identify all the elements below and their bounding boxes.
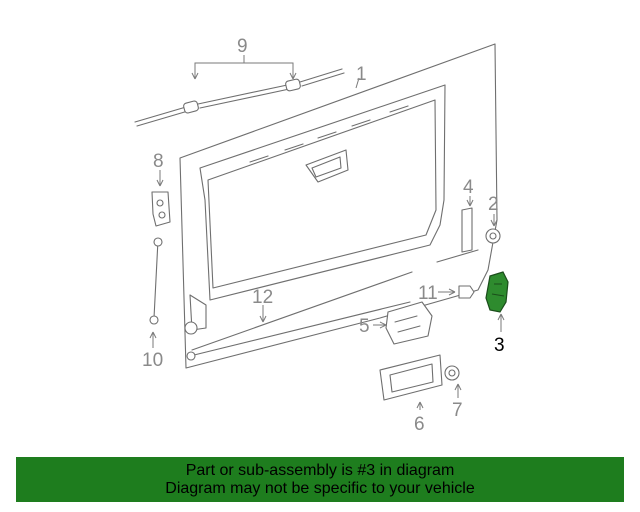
part-12-rod: [186, 301, 411, 361]
banner-line-2: Diagram may not be specific to your vehi…: [165, 480, 475, 497]
part-5-latch: [373, 301, 433, 345]
part-6-handle: [379, 354, 443, 410]
part-9-cables: [134, 55, 345, 127]
part-2-bumper: [485, 214, 501, 244]
callout-11: 11: [418, 283, 438, 304]
banner-line-1: Part or sub-assembly is #3 in diagram: [185, 462, 455, 479]
callout-10: 10: [142, 350, 163, 371]
part-10-rod: [149, 237, 163, 348]
callout-12: 12: [252, 287, 273, 308]
callout-3: 3: [494, 335, 505, 356]
callout-5: 5: [359, 316, 370, 337]
callout-7: 7: [452, 400, 463, 421]
callout-1: 1: [356, 64, 367, 85]
part-7-cylinder: [444, 365, 462, 398]
parts-diagram: 9 1 8 4 2 11 12 5 3 10 7 6: [134, 36, 509, 435]
part-3-latch-highlight: [485, 271, 509, 332]
part-11-bolt: [438, 285, 475, 299]
info-banner: Part or sub-assembly is #3 in diagram Di…: [16, 457, 624, 502]
part-1-tailgate: [179, 43, 498, 369]
callout-6: 6: [414, 414, 425, 435]
part-4-striker: [436, 196, 479, 263]
part-8-bracket: [151, 170, 171, 227]
callout-4: 4: [463, 177, 474, 198]
callout-8: 8: [153, 151, 164, 172]
callout-9: 9: [237, 36, 248, 57]
callout-2: 2: [488, 194, 499, 215]
